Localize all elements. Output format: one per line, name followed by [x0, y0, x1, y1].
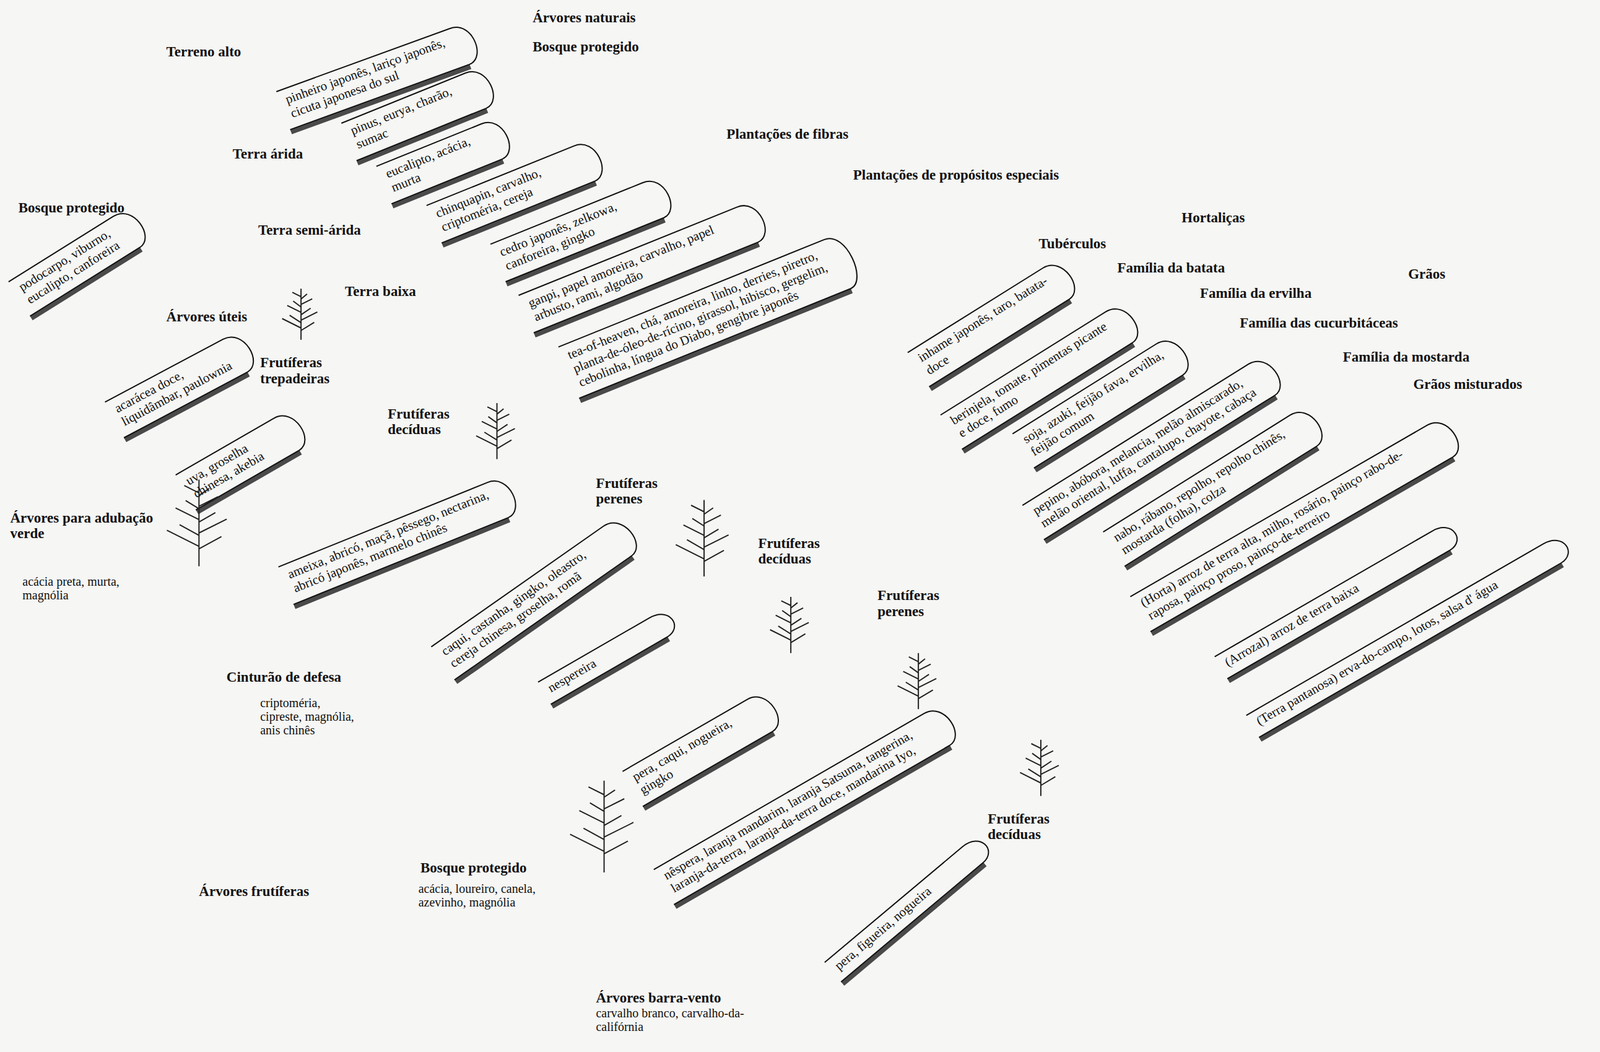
terrace-edge [1103, 404, 1329, 566]
zone-label: Terra árida [232, 146, 304, 162]
zone-label: Frutíferas decíduas [387, 406, 480, 438]
terrace-band: nespereira [545, 621, 659, 696]
terrace-step [278, 475, 522, 607]
crop-list: pera, figueira, nogueira [831, 849, 974, 973]
zone-label: Frutíferas perenes [595, 475, 688, 508]
terrace-edge [558, 232, 863, 399]
terrace-edge [1246, 534, 1573, 738]
terrace-edge [8, 206, 152, 316]
plant-list: criptoméria, cipreste, magnólia, anis ch… [260, 695, 363, 737]
tree-icon [570, 780, 634, 873]
zone-label: Árvores naturais [532, 9, 636, 26]
zone-label: Árvores barra-vento [595, 990, 721, 1006]
plant-list: acácia, loureiro, canela, azevinho, magn… [418, 881, 562, 909]
terrace-edge [538, 608, 679, 705]
tree-icon [476, 403, 516, 460]
zone-label: Frutíferas decíduas [757, 535, 850, 568]
zone-label: Terra baixa [344, 283, 417, 300]
terrace-edge [278, 475, 521, 605]
tree-icon [675, 500, 729, 578]
zone-label: Grãos [1408, 266, 1446, 282]
crop-list: ameixa, abricó, maçã, pêssego, nectarina… [285, 486, 501, 596]
terrace-step [105, 330, 261, 441]
zone-label: Árvores úteis [166, 308, 248, 325]
terrace-step [824, 834, 996, 984]
plant-list: acácia preta, murta, magnólia [22, 574, 125, 602]
plant-list: carvalho branco, carvalho-da-califórnia [595, 1006, 749, 1034]
terrace-band: pera, figueira, nogueira [831, 849, 974, 973]
terrace-step [1103, 404, 1330, 569]
terrace-band-shade [1260, 564, 1563, 740]
terrace-edge [175, 408, 311, 510]
tree-icon [770, 596, 810, 654]
zone-label: Frutíferas perenes [877, 587, 970, 620]
tree-icon [1019, 739, 1059, 797]
zone-label: Frutíferas decíduas [987, 811, 1080, 843]
zone-label: Frutíferas trepadeiras [260, 354, 363, 387]
zone-label: Terra semi-árida [258, 222, 361, 238]
terrace-step [430, 515, 644, 682]
zone-label: Plantações de fibras [726, 126, 849, 142]
zone-label: Bosque protegido [420, 860, 527, 876]
zone-label: Terreno alto [166, 43, 242, 60]
zone-label: Família da batata [1117, 260, 1226, 276]
zone-label: Árvores para adubação verde [9, 510, 163, 542]
tree-icon [282, 288, 318, 340]
zone-label: Grãos misturados [1413, 376, 1522, 392]
terrace-band-shade [674, 747, 951, 907]
zone-label: Cinturão de defesa [226, 669, 342, 685]
zone-label: Árvores frutíferas [198, 883, 309, 900]
crop-list: nespereira [545, 621, 659, 696]
terrace-step [558, 232, 864, 401]
terrace-band: ameixa, abricó, maçã, pêssego, nectarina… [285, 486, 501, 596]
terrace-step [8, 206, 153, 319]
zone-label: Plantações de propósitos especiais [853, 167, 1083, 183]
zone-label: Família da mostarda [1343, 349, 1470, 365]
terrace-step [175, 408, 313, 513]
terrace-step [1130, 415, 1466, 634]
terrace-edge [105, 330, 259, 438]
zone-label: Bosque protegido [532, 39, 639, 55]
terrace-step [538, 608, 680, 706]
zone-label: Família das cucurbitáceas [1239, 315, 1399, 331]
terrace-step [622, 689, 786, 809]
zone-label: Bosque protegido [18, 200, 125, 216]
terrace-edge [622, 689, 784, 807]
zone-label: Família da ervilha [1200, 285, 1312, 301]
terrace-edge [430, 515, 643, 680]
terrace-step [1246, 534, 1574, 740]
tree-icon [897, 653, 937, 710]
terrace-band-shade [842, 864, 986, 984]
terrace-edge [824, 834, 994, 983]
zone-label: Tubérculos [1039, 235, 1107, 252]
zone-label: Hortaliças [1181, 209, 1245, 226]
